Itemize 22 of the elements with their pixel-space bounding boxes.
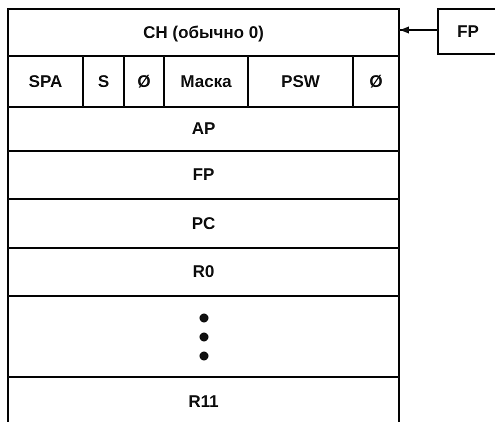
- register-row: [7, 106, 400, 152]
- label: R0: [192, 262, 214, 282]
- label: SPA: [28, 72, 62, 92]
- register-row: [7, 150, 400, 200]
- label: FP: [457, 22, 479, 42]
- label: CH (обычно 0): [143, 22, 264, 42]
- register-row: [7, 198, 400, 249]
- label: Маска: [180, 72, 232, 92]
- label: PC: [192, 214, 216, 234]
- label: PSW: [281, 72, 320, 92]
- register-row: [7, 8, 400, 57]
- label: S: [98, 72, 110, 92]
- label: FP: [192, 165, 214, 185]
- pointer-box: [437, 8, 495, 55]
- register-row: [7, 247, 400, 297]
- arrow: [400, 26, 437, 34]
- register-row: [7, 376, 400, 422]
- label: Ø: [137, 72, 151, 92]
- register-row: [7, 295, 400, 378]
- label: AP: [192, 119, 216, 139]
- label: Ø: [369, 72, 383, 92]
- label: R11: [188, 392, 219, 412]
